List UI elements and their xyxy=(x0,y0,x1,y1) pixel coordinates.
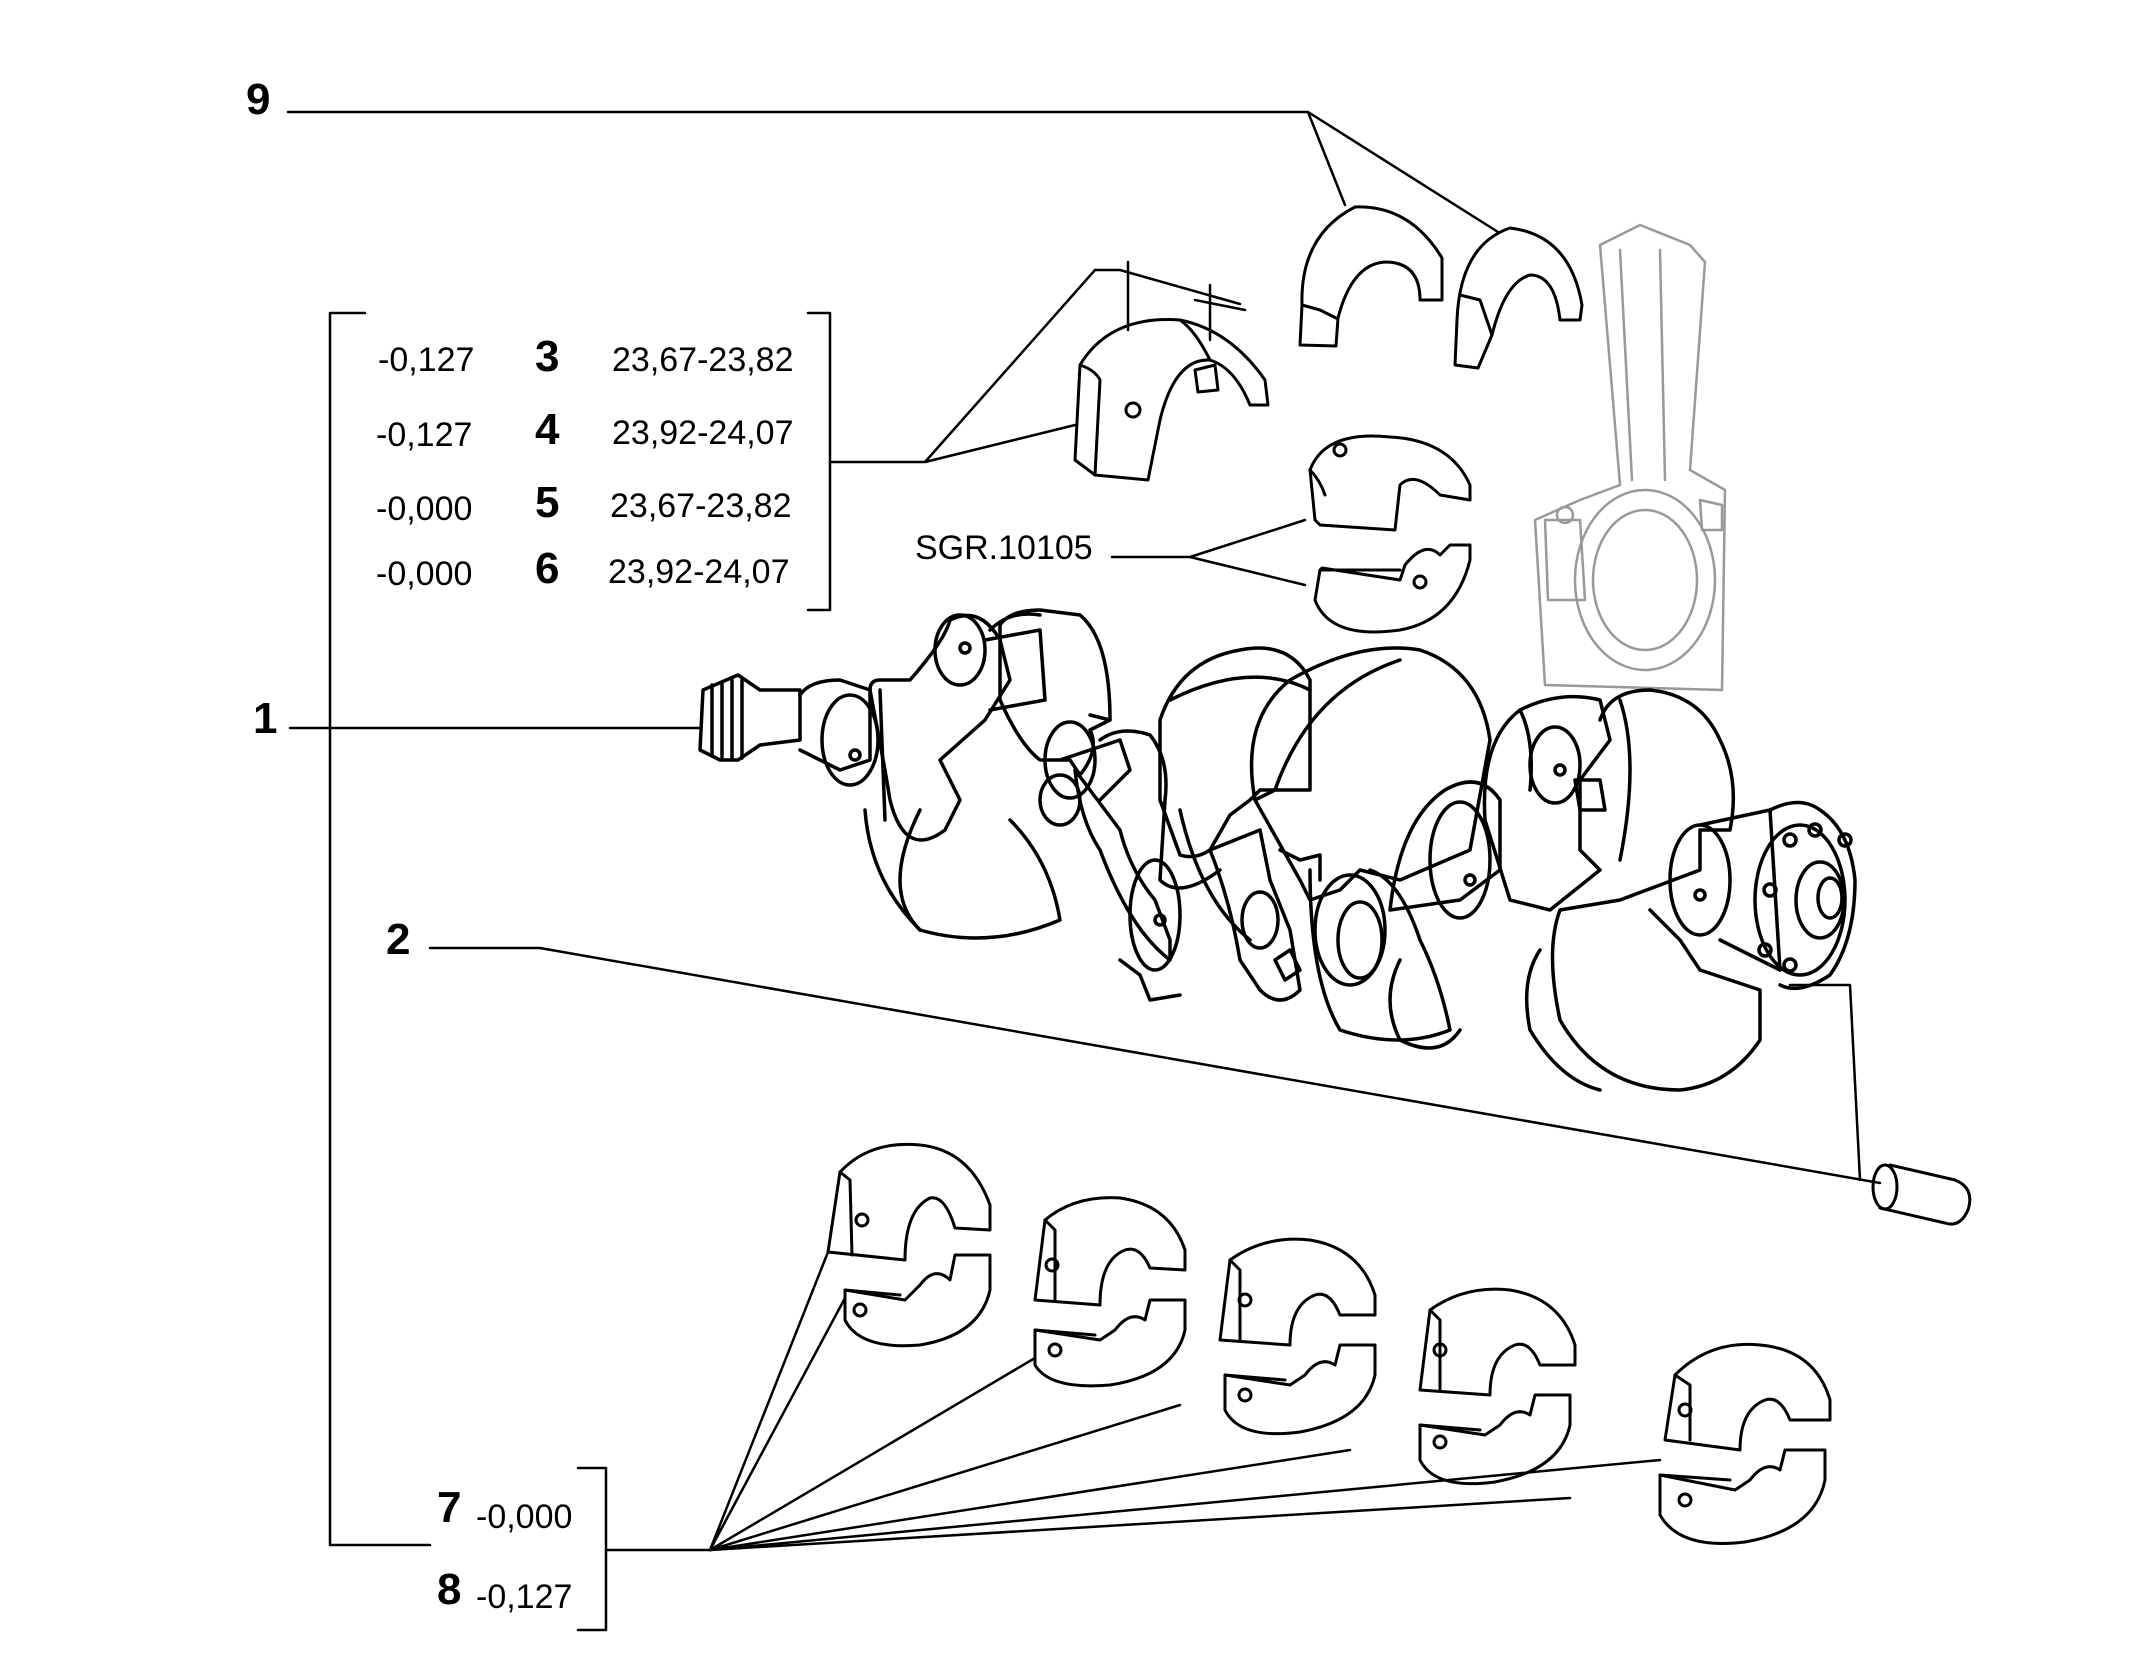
connecting-rod xyxy=(1533,223,1727,692)
callout-8: 8 xyxy=(437,1565,462,1614)
thrust-washer-left xyxy=(1298,205,1444,348)
thickness-5: 23,67-23,82 xyxy=(610,487,792,525)
undersize-7: -0,000 xyxy=(476,1498,573,1536)
undersize-6: -0,000 xyxy=(376,555,473,593)
callout-5: 5 xyxy=(535,478,560,527)
callout-2: 2 xyxy=(386,915,411,964)
crankshaft xyxy=(698,608,1857,1092)
sgr-bearing-shell xyxy=(1308,434,1472,634)
main-bearing-shells xyxy=(826,1142,1832,1545)
undersize-5: -0,000 xyxy=(376,490,473,528)
bearing-shell-4 xyxy=(1418,1287,1577,1486)
undersize-3: -0,127 xyxy=(378,341,475,379)
callout-4: 4 xyxy=(535,405,560,454)
bearing-shell-1 xyxy=(826,1142,992,1348)
thickness-6: 23,92-24,07 xyxy=(608,553,790,591)
callout-9: 9 xyxy=(246,75,271,124)
thrust-washer-right xyxy=(1453,226,1584,370)
thickness-4: 23,92-24,07 xyxy=(612,414,794,452)
callout-7: 7 xyxy=(437,1483,462,1532)
thickness-3: 23,67-23,82 xyxy=(612,341,794,379)
bearing-shell-2 xyxy=(1033,1196,1187,1388)
leader-lines xyxy=(286,110,1882,1632)
bearing-shell-5 xyxy=(1658,1342,1832,1545)
sgr-code: SGR.10105 xyxy=(915,529,1093,567)
bearing-shell-3 xyxy=(1218,1237,1377,1436)
callout-3: 3 xyxy=(535,332,560,381)
undersize-4: -0,127 xyxy=(376,416,473,454)
undersize-8: -0,127 xyxy=(476,1578,573,1616)
thrust-main-bearing xyxy=(1073,318,1270,482)
dowel-pin xyxy=(1871,1163,1972,1226)
callout-1: 1 xyxy=(253,694,278,743)
callout-6: 6 xyxy=(535,544,560,593)
